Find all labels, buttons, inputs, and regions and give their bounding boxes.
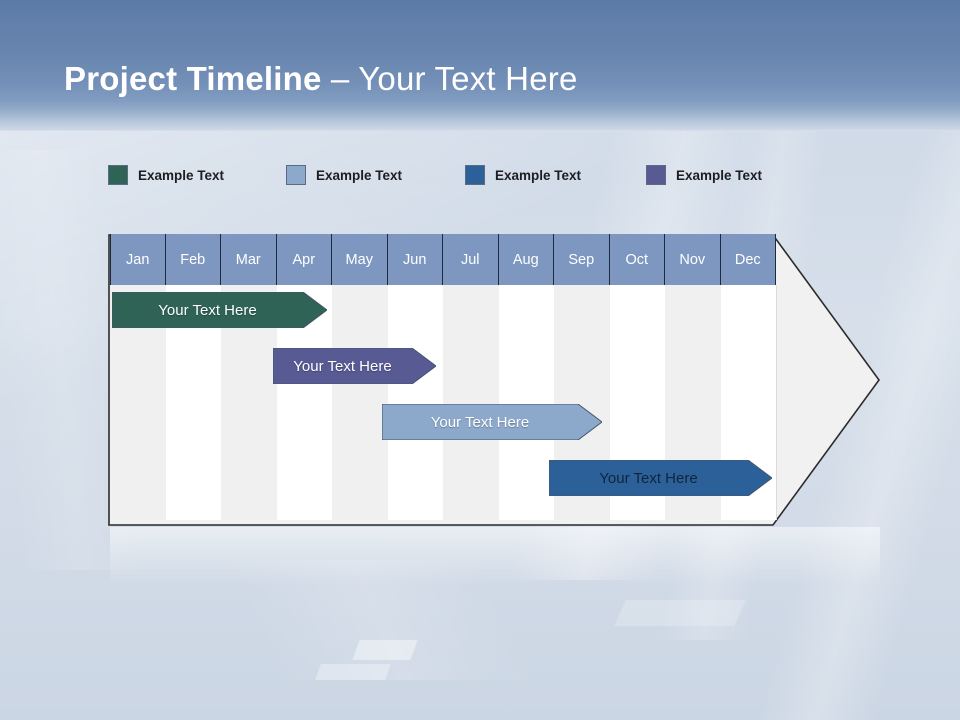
month-header-cell-sep[interactable]: Sep [554, 234, 610, 285]
month-header-cell-oct[interactable]: Oct [609, 234, 665, 285]
task-bar-arrow [112, 292, 327, 328]
task-bar-shape [549, 460, 772, 496]
month-column-stripe [443, 285, 499, 520]
legend-item-label: Example Text [316, 167, 403, 183]
legend: Example Text Example Text Example Text Exam… [108, 165, 808, 197]
legend-color-swatch [108, 165, 128, 185]
task-bar[interactable]: Your Text Here [112, 292, 327, 328]
month-column-stripe [332, 285, 388, 520]
task-bar[interactable]: Your Text Here [382, 404, 602, 440]
month-header-cell-aug[interactable]: Aug [498, 234, 554, 285]
task-bar[interactable]: Your Text Here [549, 460, 772, 496]
month-header-cell-mar[interactable]: Mar [221, 234, 277, 285]
month-column-stripe [387, 285, 443, 520]
page-title-regular: – Your Text Here [321, 60, 578, 97]
task-bar-shape [112, 292, 327, 328]
month-header-cell-apr[interactable]: Apr [276, 234, 332, 285]
month-header-cell-jul[interactable]: Jul [443, 234, 499, 285]
task-bar-arrow [549, 460, 772, 496]
legend-color-swatch [646, 165, 666, 185]
legend-item[interactable]: Example Text [286, 165, 402, 185]
column-divider [776, 285, 777, 520]
arrow-head-area [776, 285, 881, 520]
legend-item-label: Example Text [495, 167, 582, 183]
legend-item[interactable]: Example Text [108, 165, 224, 185]
legend-color-swatch [465, 165, 485, 185]
legend-item[interactable]: Example Text [465, 165, 581, 185]
legend-color-swatch [286, 165, 306, 185]
month-header-cell-jun[interactable]: Jun [387, 234, 443, 285]
task-bar-arrow [273, 348, 436, 384]
legend-item-label: Example Text [676, 167, 763, 183]
month-header-cell-nov[interactable]: Nov [665, 234, 721, 285]
month-header-cell-may[interactable]: May [332, 234, 388, 285]
legend-item[interactable]: Example Text [646, 165, 762, 185]
month-header-cell-dec[interactable]: Dec [720, 234, 776, 285]
month-column-stripe [498, 285, 554, 520]
title-band [0, 0, 960, 131]
page-title-bold: Project Timeline [64, 60, 322, 97]
month-header-cell-jan[interactable]: Jan [110, 234, 166, 285]
task-bar-shape [382, 404, 602, 440]
task-bar[interactable]: Your Text Here [273, 348, 436, 384]
page-title: Project Timeline – Your Text Here [64, 60, 578, 98]
task-bar-arrow [382, 404, 602, 440]
legend-item-label: Example Text [138, 167, 225, 183]
month-header-cell-feb[interactable]: Feb [165, 234, 221, 285]
task-bar-shape [273, 348, 436, 384]
